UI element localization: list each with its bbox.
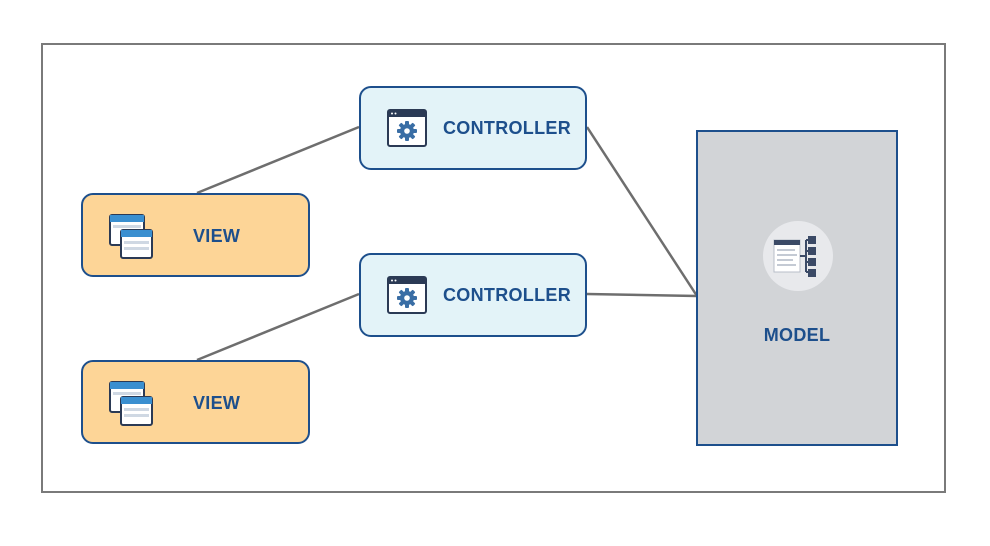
controller-node-1: CONTROLLER bbox=[359, 86, 587, 170]
model-label: MODEL bbox=[763, 325, 831, 345]
connector-view2-controller2 bbox=[196, 292, 360, 362]
connector-controller1-model bbox=[585, 126, 699, 297]
view-label: VIEW bbox=[193, 226, 241, 246]
controller-label: CONTROLLER bbox=[443, 285, 571, 305]
controller-node-2: CONTROLLER bbox=[359, 253, 587, 337]
controller-label: CONTROLLER bbox=[443, 118, 571, 138]
connector-controller2-model bbox=[586, 292, 698, 298]
view-label: VIEW bbox=[193, 393, 241, 413]
gear-window-icon bbox=[387, 108, 427, 153]
view-node-2: VIEW bbox=[81, 360, 310, 444]
view-node-1: VIEW bbox=[81, 193, 310, 277]
database-hierarchy-icon bbox=[762, 220, 834, 297]
connector-view1-controller1 bbox=[196, 125, 360, 195]
model-node: MODEL bbox=[696, 130, 898, 446]
gear-window-icon bbox=[387, 275, 427, 320]
browser-windows-icon bbox=[109, 381, 153, 432]
browser-windows-icon bbox=[109, 214, 153, 265]
